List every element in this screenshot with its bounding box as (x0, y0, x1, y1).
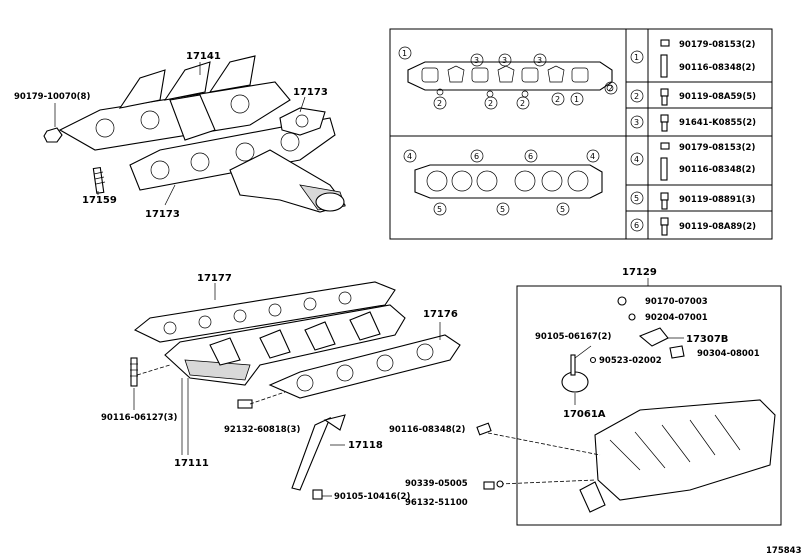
part-label-90170-07003: 90170-07003 (645, 297, 708, 307)
part-label-90339-05005: 90339-05005 (405, 479, 468, 489)
part-label-17176: 17176 (423, 309, 458, 320)
callout-number: 4 (407, 152, 412, 161)
callout-number: 4 (590, 152, 595, 161)
callout-number: 5 (560, 205, 565, 214)
callout-number: 2 (437, 99, 442, 108)
bolt-table-part: 90116-08348(2) (679, 165, 755, 175)
gasket-callouts-bottom: 4 6 6 4 5 5 5 (403, 149, 600, 216)
bolt-table-key: 1 (634, 53, 639, 62)
part-label-90116-06127: 90116-06127(3) (101, 413, 177, 423)
part-label-17111: 17111 (174, 458, 209, 469)
part-label-17061A: 17061A (563, 409, 606, 420)
part-label-17159: 17159 (82, 195, 117, 206)
part-label-90116-08348: 90116-08348(2) (389, 425, 465, 435)
gasket-bolt-legend-panel (389, 28, 773, 240)
callout-number: 1 (402, 49, 407, 58)
part-label-17118: 17118 (348, 440, 383, 451)
part-label-90523-02002: 90523-02002 (599, 356, 662, 366)
intake-plenum-illustration (476, 278, 782, 526)
part-label-17173-top: 17173 (293, 87, 328, 98)
part-label-90105-06167: 90105-06167(2) (535, 332, 611, 342)
bolt-icon (660, 39, 670, 236)
bolt-table-part: 90119-08A89(2) (679, 222, 756, 232)
bolt-table-part: 90179-08153(2) (679, 143, 755, 153)
exhaust-manifold-illustration (43, 55, 346, 213)
part-label-17129: 17129 (622, 267, 657, 278)
bolt-table-part: 91641-K0855(2) (679, 118, 756, 128)
bolt-table: 1 90179-08153(2) 90116-08348(2) 2 90119-… (630, 40, 756, 232)
bolt-table-key: 6 (634, 221, 639, 230)
callout-number: 3 (474, 56, 479, 65)
bolt-table-key: 5 (634, 194, 639, 203)
part-label-90179-10070: 90179-10070(8) (14, 92, 90, 102)
bolt-table-key: 3 (634, 118, 639, 127)
part-label-90105-10416: 90105-10416(2) (334, 492, 410, 502)
intake-manifold-illustration (130, 281, 461, 500)
bolt-table-part: 90116-08348(2) (679, 63, 755, 73)
callout-number: 1 (574, 95, 579, 104)
part-label-17173-bottom: 17173 (145, 209, 180, 220)
bolt-table-key: 2 (634, 92, 639, 101)
bolt-table-key: 4 (634, 155, 639, 164)
diagram-id: 175843 (766, 546, 802, 556)
callout-number: 2 (608, 84, 613, 93)
bolt-table-part: 90119-08A59(5) (679, 92, 756, 102)
bolt-table-part: 90119-08891(3) (679, 195, 755, 205)
callout-number: 3 (502, 56, 507, 65)
bolt-table-part: 90179-08153(2) (679, 40, 755, 50)
part-label-17141: 17141 (186, 51, 221, 62)
part-label-90304-08001: 90304-08001 (697, 349, 760, 359)
callout-number: 2 (520, 99, 525, 108)
part-label-96132-51100: 96132-51100 (405, 498, 468, 508)
part-label-92132-60818: 92132-60818(3) (224, 425, 300, 435)
callout-number: 5 (437, 205, 442, 214)
part-label-17177: 17177 (197, 273, 232, 284)
part-label-90204-07001: 90204-07001 (645, 313, 708, 323)
callout-number: 2 (555, 95, 560, 104)
callout-number: 6 (528, 152, 533, 161)
callout-number: 2 (488, 99, 493, 108)
callout-number: 5 (500, 205, 505, 214)
callout-number: 6 (474, 152, 479, 161)
callout-number: 3 (537, 56, 542, 65)
part-label-17307B: 17307B (686, 334, 728, 345)
gasket-callouts-top: 1 2 3 2 3 2 3 2 1 2 (398, 46, 618, 110)
